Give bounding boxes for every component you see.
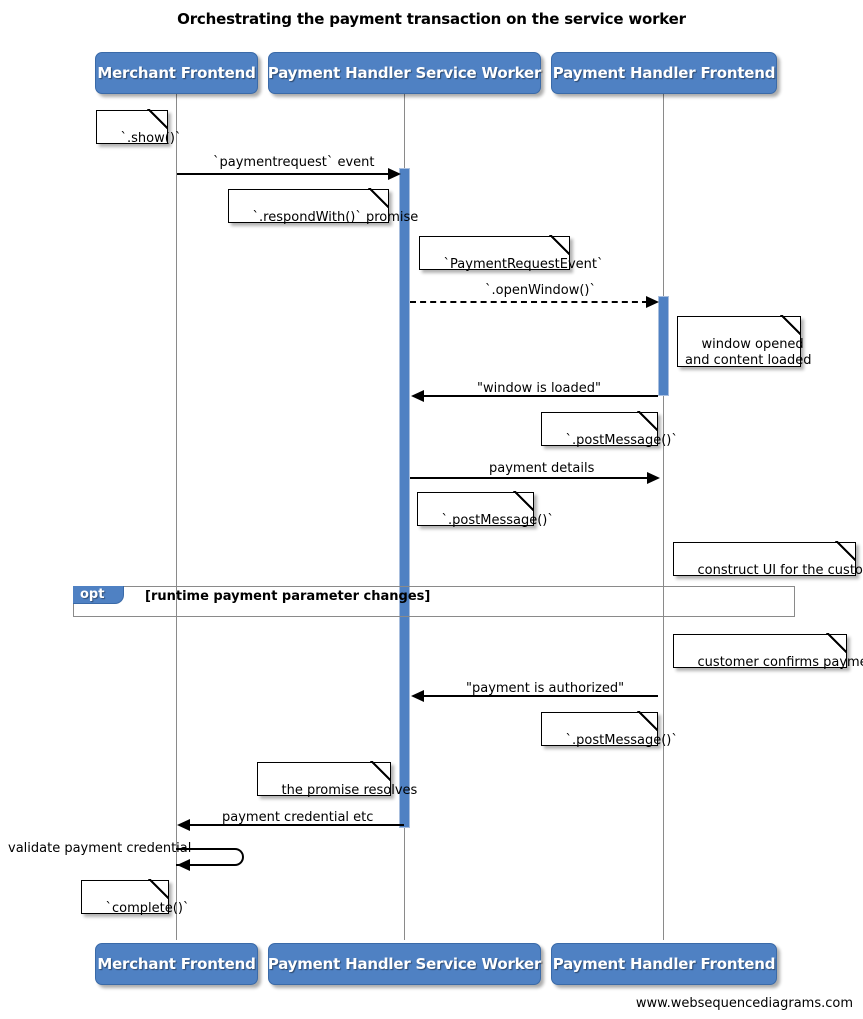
participant-label: Payment Handler Frontend xyxy=(552,955,776,973)
note-window-opened: window opened and content loaded xyxy=(677,315,812,368)
participant-merchant-frontend-top[interactable]: Merchant Frontend xyxy=(95,52,258,94)
note-fold-icon xyxy=(637,711,659,733)
note-text: `.postMessage()` xyxy=(565,733,678,748)
note-text: the promise resolves xyxy=(281,783,418,798)
participant-label: Payment Handler Frontend xyxy=(552,64,776,82)
note-promise-resolves: the promise resolves xyxy=(257,761,417,798)
message-line-payment-details xyxy=(410,477,648,479)
fragment-opt-label: opt xyxy=(80,587,105,602)
message-label-validate-payment-credential: validate payment credential xyxy=(8,841,192,856)
note-text: construct UI for the customer xyxy=(697,563,863,578)
participant-service-worker-top[interactable]: Payment Handler Service Worker xyxy=(268,52,541,94)
note-text: `complete()` xyxy=(105,901,190,916)
participant-merchant-frontend-bottom[interactable]: Merchant Frontend xyxy=(95,943,258,985)
arrow-head-right xyxy=(646,296,659,308)
participant-label: Payment Handler Service Worker xyxy=(267,64,542,82)
message-label-paymentrequest-event: `paymentrequest` event xyxy=(213,155,375,170)
note-postmessage-3: `.postMessage()` xyxy=(541,711,678,748)
participant-payment-handler-frontend-bottom[interactable]: Payment Handler Frontend xyxy=(551,943,777,985)
footer-attribution: www.websequencediagrams.com xyxy=(635,996,853,1011)
arrow-head-left xyxy=(177,819,190,831)
message-line-openwindow xyxy=(410,301,648,303)
note-fold-icon xyxy=(780,315,802,337)
participant-label: Merchant Frontend xyxy=(97,955,256,973)
message-label-window-is-loaded: "window is loaded" xyxy=(477,381,601,396)
message-line-payment-credential-etc xyxy=(190,824,404,826)
note-fold-icon xyxy=(513,491,535,513)
note-text: `PaymentRequestEvent` xyxy=(443,257,604,272)
note-fold-icon xyxy=(835,541,857,563)
note-fold-icon xyxy=(147,109,169,131)
message-line-window-is-loaded xyxy=(424,395,658,397)
participant-payment-handler-frontend-top[interactable]: Payment Handler Frontend xyxy=(551,52,777,94)
participant-service-worker-bottom[interactable]: Payment Handler Service Worker xyxy=(268,943,541,985)
message-label-openwindow: `.openWindow()` xyxy=(485,283,596,298)
message-self-loop-validate xyxy=(176,848,244,866)
activation-bar-service-worker xyxy=(399,168,410,828)
note-construct-ui: construct UI for the customer xyxy=(673,541,863,578)
note-fold-icon xyxy=(826,633,848,655)
note-text: `.postMessage()` xyxy=(565,433,678,448)
note-fold-icon xyxy=(549,235,571,257)
lifeline-merchant xyxy=(176,94,177,940)
note-postmessage-2: `.postMessage()` xyxy=(417,491,554,528)
note-text: customer confirms payment xyxy=(697,655,863,670)
arrow-head-left xyxy=(411,690,424,702)
message-label-payment-details: payment details xyxy=(489,461,595,476)
activation-bar-payment-handler-frontend xyxy=(658,296,669,396)
note-customer-confirms-payment: customer confirms payment xyxy=(673,633,863,670)
note-text: `.respondWith()` promise xyxy=(252,210,419,225)
arrow-head-right xyxy=(647,472,660,484)
note-postmessage-1: `.postMessage()` xyxy=(541,411,678,448)
note-text: window opened and content loaded xyxy=(685,337,812,368)
participant-label: Merchant Frontend xyxy=(97,64,256,82)
arrow-head-left xyxy=(411,390,424,402)
note-fold-icon xyxy=(148,879,170,901)
note-respondwith-promise: `.respondWith()` promise xyxy=(228,188,418,225)
fragment-opt-condition: [runtime payment parameter changes] xyxy=(145,589,431,604)
note-paymentrequestevent: `PaymentRequestEvent` xyxy=(419,235,604,272)
participant-label: Payment Handler Service Worker xyxy=(267,955,542,973)
note-fold-icon xyxy=(368,188,390,210)
message-label-payment-is-authorized: "payment is authorized" xyxy=(466,681,625,696)
note-fold-icon xyxy=(637,411,659,433)
arrow-head-right xyxy=(388,168,401,180)
lifeline-payment-handler-frontend xyxy=(663,94,664,940)
note-text: `.postMessage()` xyxy=(441,513,554,528)
fragment-opt-tab: opt xyxy=(73,586,124,604)
page-title: Orchestrating the payment transaction on… xyxy=(177,10,686,28)
arrow-head-left xyxy=(177,859,190,871)
note-show: `.show()` xyxy=(96,109,181,146)
message-line-payment-is-authorized xyxy=(424,695,658,697)
note-fold-icon xyxy=(370,761,392,783)
message-label-payment-credential-etc: payment credential etc xyxy=(222,810,374,825)
message-line-paymentrequest-event xyxy=(177,173,389,175)
note-text: `.show()` xyxy=(120,131,182,146)
note-complete: `complete()` xyxy=(81,879,189,916)
